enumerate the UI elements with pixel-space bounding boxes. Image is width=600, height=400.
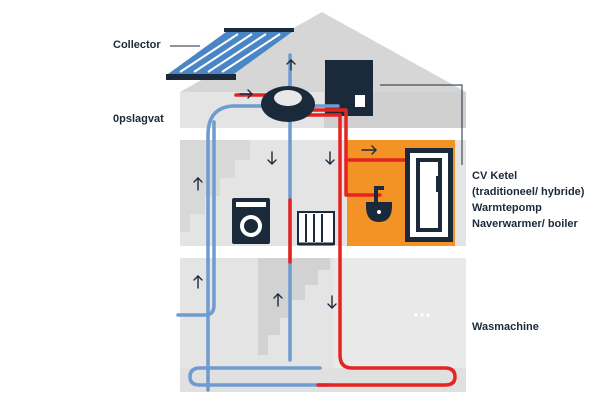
collector-label: Collector: [113, 39, 161, 51]
dots-marker: [414, 313, 430, 317]
up-arrow-icon: [286, 59, 296, 71]
cold-pipe: [206, 104, 280, 392]
traditioneel-label: (traditioneel/ hybride): [472, 186, 585, 198]
right-arrow-icon: [361, 145, 377, 155]
up-arrow-icon: [193, 275, 203, 289]
down-arrow-icon: [267, 151, 277, 165]
down-arrow-icon: [325, 151, 335, 165]
hot-pipe: [280, 102, 457, 387]
warmtepomp-label: Warmtepomp: [472, 202, 542, 214]
heating-options-label: CV Ketel (traditioneel/ hybride) Warmtep…: [472, 168, 584, 232]
right-arrow-icon: [239, 89, 253, 99]
cold-pipe: [176, 120, 216, 317]
hot-pipe: [298, 108, 382, 197]
wasmachine-label: Wasmachine: [472, 321, 539, 333]
storage-tank-icon: [261, 86, 315, 122]
washing-machine-icon: [232, 198, 270, 244]
up-arrow-icon: [193, 177, 203, 191]
radiator-icon: [297, 211, 335, 246]
cv-ketel-label: CV Ketel: [472, 170, 518, 182]
opslagvat-label: 0pslagvat: [113, 113, 164, 125]
up-arrow-icon: [273, 293, 283, 307]
group-leader-line: [380, 84, 463, 165]
down-arrow-icon: [327, 295, 337, 309]
solar-collector-icon: [166, 28, 294, 80]
naverwarmer-label: Naverwarmer/ boiler: [472, 218, 578, 230]
cold-pipe: [188, 366, 332, 387]
shower-icon: [405, 148, 453, 242]
sink-icon: [366, 186, 392, 222]
